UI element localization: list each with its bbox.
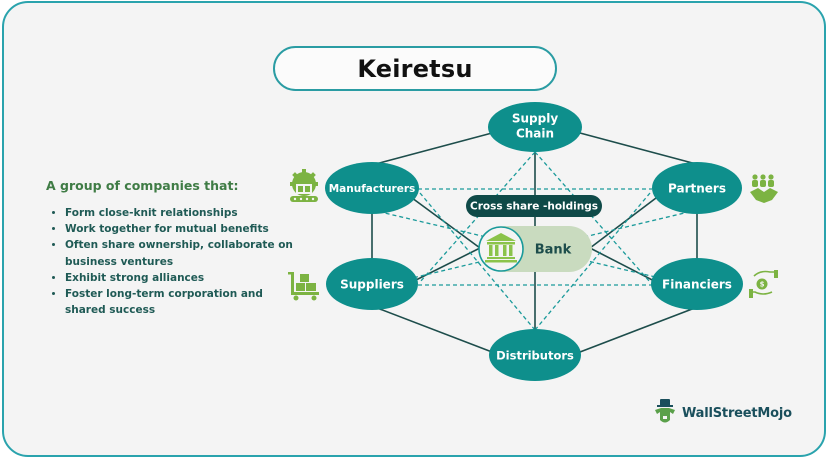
manufacturers-ellipse [325,162,419,214]
supply-chain-label-line1: Supply [512,112,558,126]
financiers-ellipse [651,258,743,310]
financiers-label: Financiers [662,278,732,292]
node-suppliers: Suppliers [326,258,418,310]
page-title: Keiretsu [273,46,557,91]
bullet-item: Often share ownership, collaborate on bu… [65,237,295,269]
node-partners: Partners [652,162,742,214]
connector-manufacturers-supply [371,132,493,166]
distributors-ellipse [489,329,581,381]
connector-bank-partners [589,194,661,249]
node-manufacturers: Manufacturers [325,162,419,214]
node-financiers: Financiers [651,258,743,310]
mojo-mascot-icon [655,399,675,423]
partners-label: Partners [668,182,726,196]
bullet-list: Form close-knit relationships Work toget… [48,205,295,318]
dashed-manufacturers-financiers [371,209,669,281]
brand-name: WallStreetMojo [682,405,792,421]
hands-dollar-coin-icon: $ [749,270,778,298]
manufacturers-label: Manufacturers [329,183,416,195]
bullet-item: Work together for mutual benefits [65,221,295,237]
partners-ellipse [652,162,742,214]
handshake-people-icon [750,174,778,203]
suppliers-label: Suppliers [340,278,404,292]
cross-holdings-badge: Cross share -holdings [466,195,602,217]
supply-chain-ellipse [488,102,582,152]
factory-gear-icon [290,169,318,202]
supply-chain-label-line2: Chain [516,127,554,141]
bullet-item: Form close-knit relationships [65,205,295,221]
intro-heading: A group of companies that: [46,178,239,193]
distributors-label: Distributors [496,349,574,363]
cross-holdings-bg [466,195,602,217]
connector-suppliers-bank [407,247,481,285]
bank-building-icon [485,233,517,263]
connector-distributors-financiers [579,305,701,353]
bullet-item: Exhibit strong alliances [65,270,295,286]
connector-suppliers-distributors [371,305,493,353]
connector-bank-financiers [589,247,661,285]
hand-truck-boxes-icon [288,272,319,301]
brand-logo: WallStreetMojo [652,398,792,428]
dashed-supply-financiers [534,151,651,283]
dashed-distributors-partners [534,192,651,331]
suppliers-ellipse [326,258,418,310]
bank-node: Bank [478,226,592,272]
node-distributors: Distributors [489,329,581,381]
bullet-item: Foster long-term corporation and shared … [65,286,295,318]
bank-label: Bank [535,243,572,258]
svg-text:$: $ [760,281,765,289]
cross-holdings-label: Cross share -holdings [470,201,598,213]
node-supply-chain: Supply Chain [488,102,582,152]
connector-supply-partners [579,132,701,166]
dashed-distributors-manufacturers [419,192,536,331]
